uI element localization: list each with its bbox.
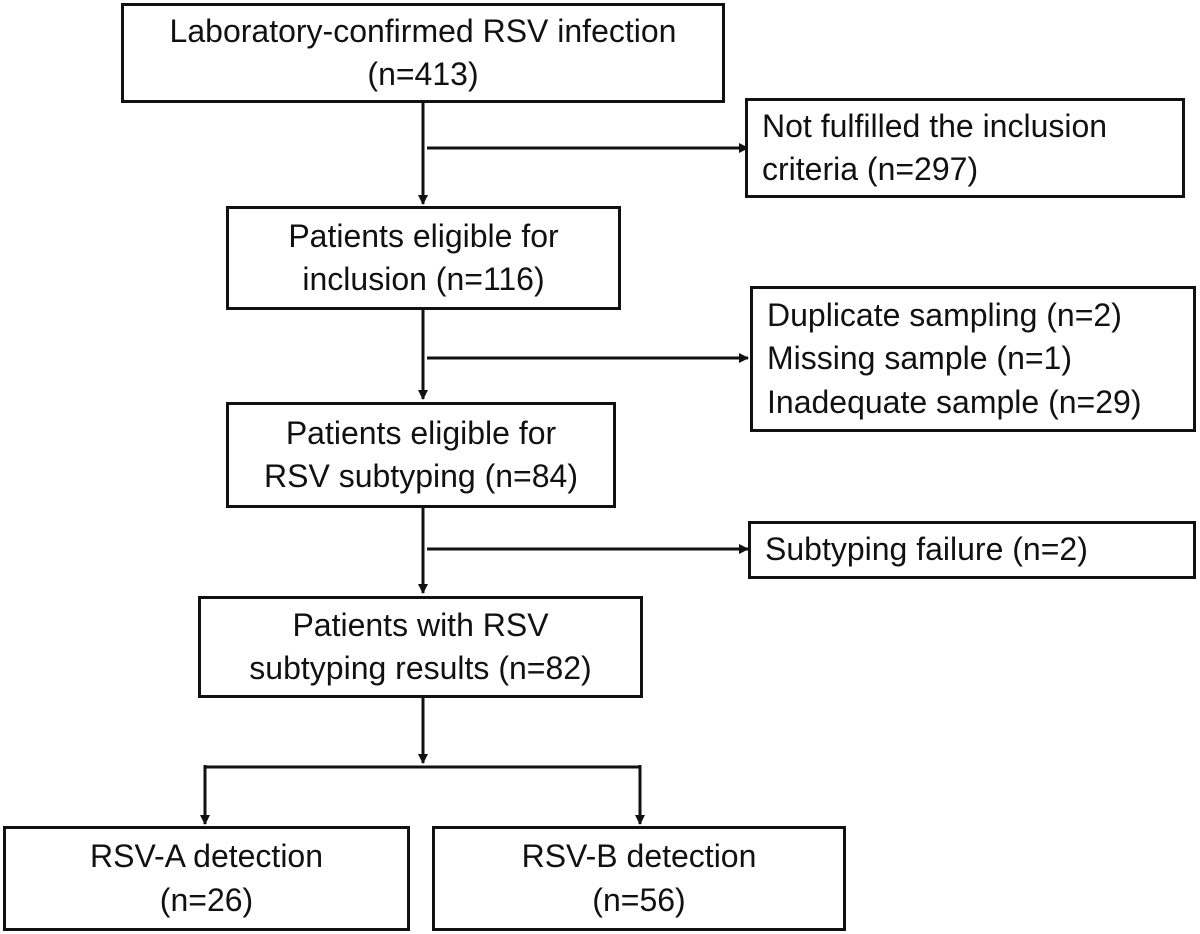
node-eligible-subtyping: Patients eligible for RSV subtyping (n=8… (226, 402, 616, 508)
node-text-line: Patients eligible for (288, 217, 559, 254)
node-rsv-a-detection: RSV-A detection (n=26) (3, 826, 410, 931)
node-text-line: inclusion (n=116) (302, 261, 545, 297)
node-text-line: Patients with RSV (292, 606, 549, 643)
node-subtyping-failure: Subtyping failure (n=2) (748, 521, 1196, 579)
node-text-line: RSV subtyping (n=84) (264, 458, 578, 494)
node-excluded-criteria: Not fulfilled the inclusion criteria (n=… (745, 98, 1185, 198)
node-eligible-inclusion: Patients eligible for inclusion (n=116) (226, 206, 621, 310)
node-text-line: Laboratory-confirmed RSV infection (169, 12, 677, 49)
node-subtyping-results: Patients with RSV subtyping results (n=8… (198, 596, 643, 698)
node-confirmed-infection: Laboratory-confirmed RSV infection (n=41… (121, 3, 725, 103)
node-text-line: subtyping results (n=82) (249, 650, 592, 686)
node-text-line: Duplicate sampling (n=2) (767, 297, 1122, 334)
node-text-line: Patients eligible for (285, 414, 557, 451)
node-text-line: RSV-B detection (521, 838, 757, 875)
node-text-line: (n=56) (592, 881, 686, 918)
node-text-line: Not fulfilled the inclusion (762, 107, 1108, 144)
node-text-line: (n=26) (159, 881, 254, 918)
node-text-line: RSV-A detection (89, 838, 324, 875)
node-text-line: Missing sample (n=1) (767, 340, 1072, 377)
node-rsv-b-detection: RSV-B detection (n=56) (432, 826, 846, 931)
node-text-line: (n=413) (367, 56, 479, 92)
node-text-line: Subtyping failure (n=2) (765, 531, 1088, 568)
node-text-line: criteria (n=297) (762, 151, 979, 187)
node-text-line: Inadequate sample (n=29) (767, 383, 1142, 420)
node-excluded-samples: Duplicate sampling (n=2) Missing sample … (750, 286, 1196, 432)
